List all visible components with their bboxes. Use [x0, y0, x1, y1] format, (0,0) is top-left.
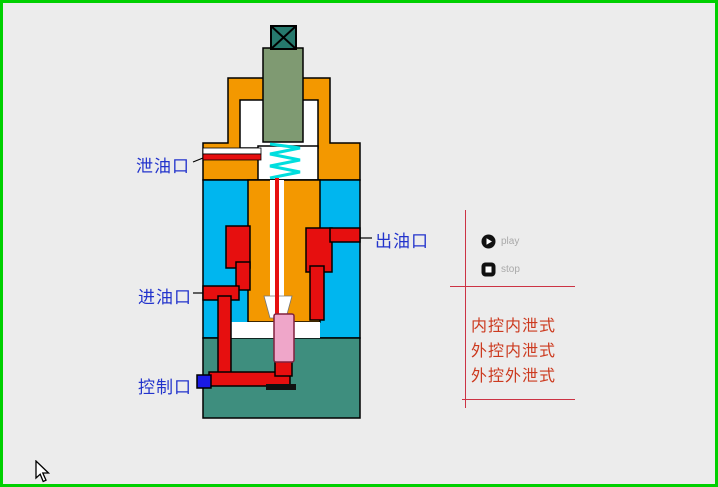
label-inlet-port: 进油口	[138, 288, 192, 307]
oil-channels	[202, 178, 361, 387]
mode-menu: 内控内泄式 外控内泄式 外控外泄式	[471, 314, 556, 389]
mode-option-internal-internal[interactable]: 内控内泄式	[471, 318, 557, 335]
divider-line-top	[450, 286, 575, 287]
label-control-port: 控制口	[138, 378, 192, 397]
pipe-fitting	[266, 384, 296, 390]
stop-icon	[481, 262, 496, 277]
adjusting-screw-cap	[270, 25, 297, 50]
control-port-marker	[196, 374, 212, 389]
mode-option-external-internal[interactable]: 外控内泄式	[471, 343, 557, 360]
spring	[269, 142, 301, 180]
drain-passage-upper	[202, 147, 262, 155]
play-icon	[481, 234, 496, 249]
label-pointer-lines	[192, 157, 372, 294]
stop-button-label: stop	[501, 264, 520, 275]
adjusting-stem	[262, 47, 304, 143]
divider-line-bottom	[462, 399, 575, 400]
mouse-cursor	[35, 460, 51, 483]
mode-option-external-external[interactable]: 外控外泄式	[471, 368, 557, 385]
play-button[interactable]: play	[481, 234, 519, 249]
play-button-label: play	[501, 236, 520, 247]
drain-passage-lower	[202, 153, 262, 161]
label-drain-port: 泄油口	[136, 157, 190, 176]
label-outlet-port: 出油口	[375, 232, 429, 251]
pilot-piston	[273, 313, 295, 363]
divider-line-vertical	[465, 210, 466, 408]
stop-button[interactable]: stop	[481, 262, 520, 277]
